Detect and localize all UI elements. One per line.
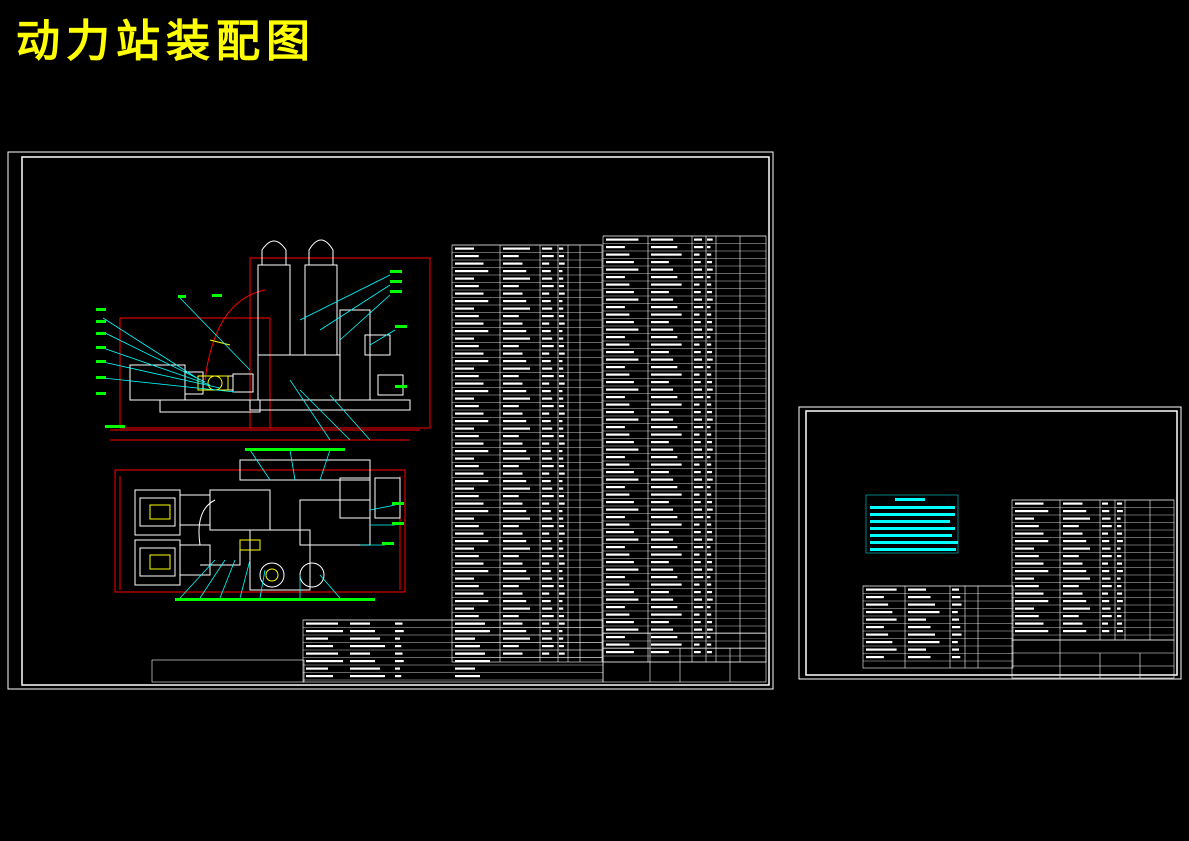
secondary-sheet	[798, 406, 1182, 680]
secondary-parts-rows	[863, 499, 1174, 662]
pump-wheel-left	[259, 562, 285, 588]
parts-list-rows	[303, 235, 766, 681]
secondary-sheet-inner-border	[805, 410, 1178, 676]
secondary-sheet-outer-border	[798, 406, 1182, 680]
accumulator-right	[304, 264, 338, 356]
technical-notes	[865, 494, 959, 554]
main-sheet-inner-border	[21, 156, 770, 686]
assembly-side-view	[96, 239, 431, 441]
motor	[129, 364, 186, 401]
secondary-title-block	[1011, 639, 1175, 679]
main-title-block	[151, 619, 767, 683]
assembly-plan-view	[114, 448, 406, 601]
accumulator-left	[257, 264, 291, 356]
main-sheet	[7, 151, 774, 690]
main-sheet-outer-border	[7, 151, 774, 690]
motor-lower	[134, 539, 181, 586]
motor-upper	[134, 489, 181, 536]
drawing-title: 动力站装配图	[16, 16, 316, 67]
parts-list-right	[602, 235, 767, 663]
parts-list-center	[451, 244, 603, 663]
